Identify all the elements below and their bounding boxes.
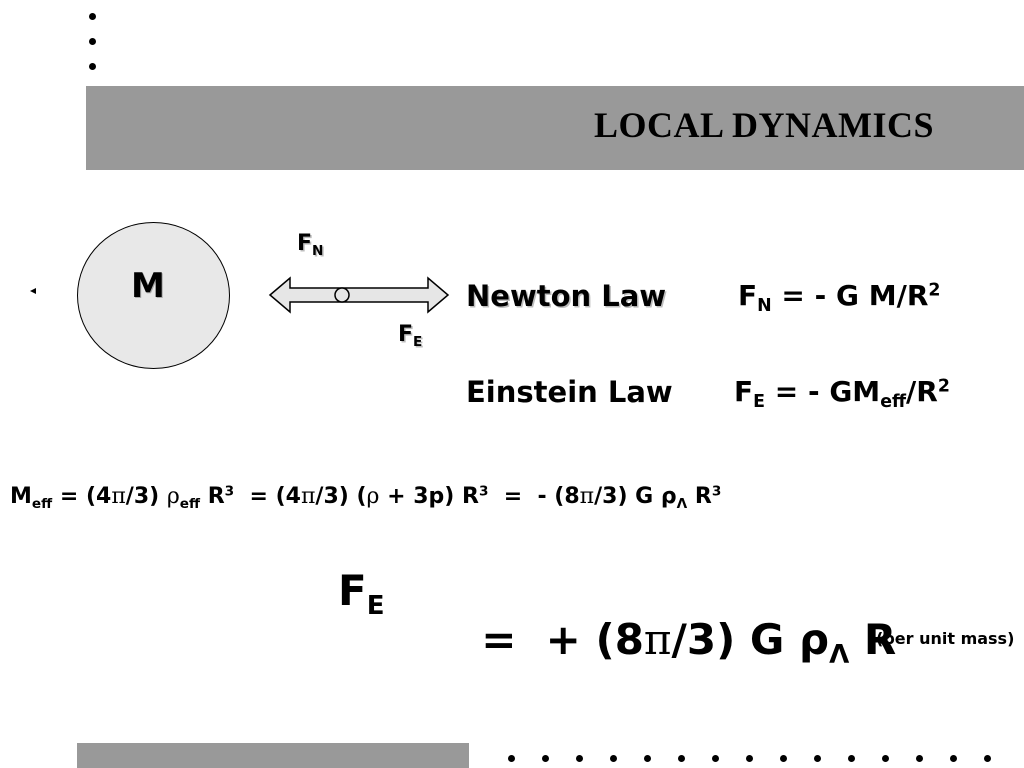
result-force-lhs: FE — [338, 566, 385, 622]
einstein-law-name: Einstein Law — [466, 375, 673, 409]
einstein-law-formula: FE = - GMeff/R2 — [734, 375, 950, 413]
slide-title: LOCAL DYNAMICS — [593, 105, 934, 145]
small-arrow-icon — [30, 288, 36, 294]
newton-law-name: Newton Law — [466, 279, 667, 313]
newton-law-formula: FN = - G M/R2 — [738, 279, 941, 317]
decor-dot — [712, 755, 719, 762]
decor-dot — [814, 755, 821, 762]
mass-circle — [77, 222, 230, 369]
decor-dot — [89, 13, 96, 20]
result-force-rhs: = + (8π/3) G ρΛ R — [481, 615, 897, 671]
decor-dot — [678, 755, 685, 762]
decor-dot — [542, 755, 549, 762]
decor-dot — [644, 755, 651, 762]
decor-dot — [848, 755, 855, 762]
decor-dot — [508, 755, 515, 762]
effective-mass-equation: Meff = (4π/3) ρeff R3 = (4π/3) (ρ + 3p) … — [10, 483, 722, 512]
decor-dot — [780, 755, 787, 762]
per-unit-mass-note: (per unit mass) — [876, 629, 1015, 648]
double-arrow-icon — [268, 276, 450, 314]
decor-dot — [882, 755, 889, 762]
decor-dot — [89, 63, 96, 70]
decor-dot — [950, 755, 957, 762]
decor-dot — [89, 38, 96, 45]
decor-dot — [984, 755, 991, 762]
force-label-einstein: FE — [398, 322, 423, 350]
decor-dot — [610, 755, 617, 762]
footer-bar — [77, 743, 469, 768]
decor-dot — [746, 755, 753, 762]
decor-dot — [576, 755, 583, 762]
mass-label: M — [131, 266, 165, 306]
force-label-newton: FN — [297, 231, 324, 259]
title-bar: LOCAL DYNAMICS — [86, 86, 1024, 170]
decor-dot — [916, 755, 923, 762]
